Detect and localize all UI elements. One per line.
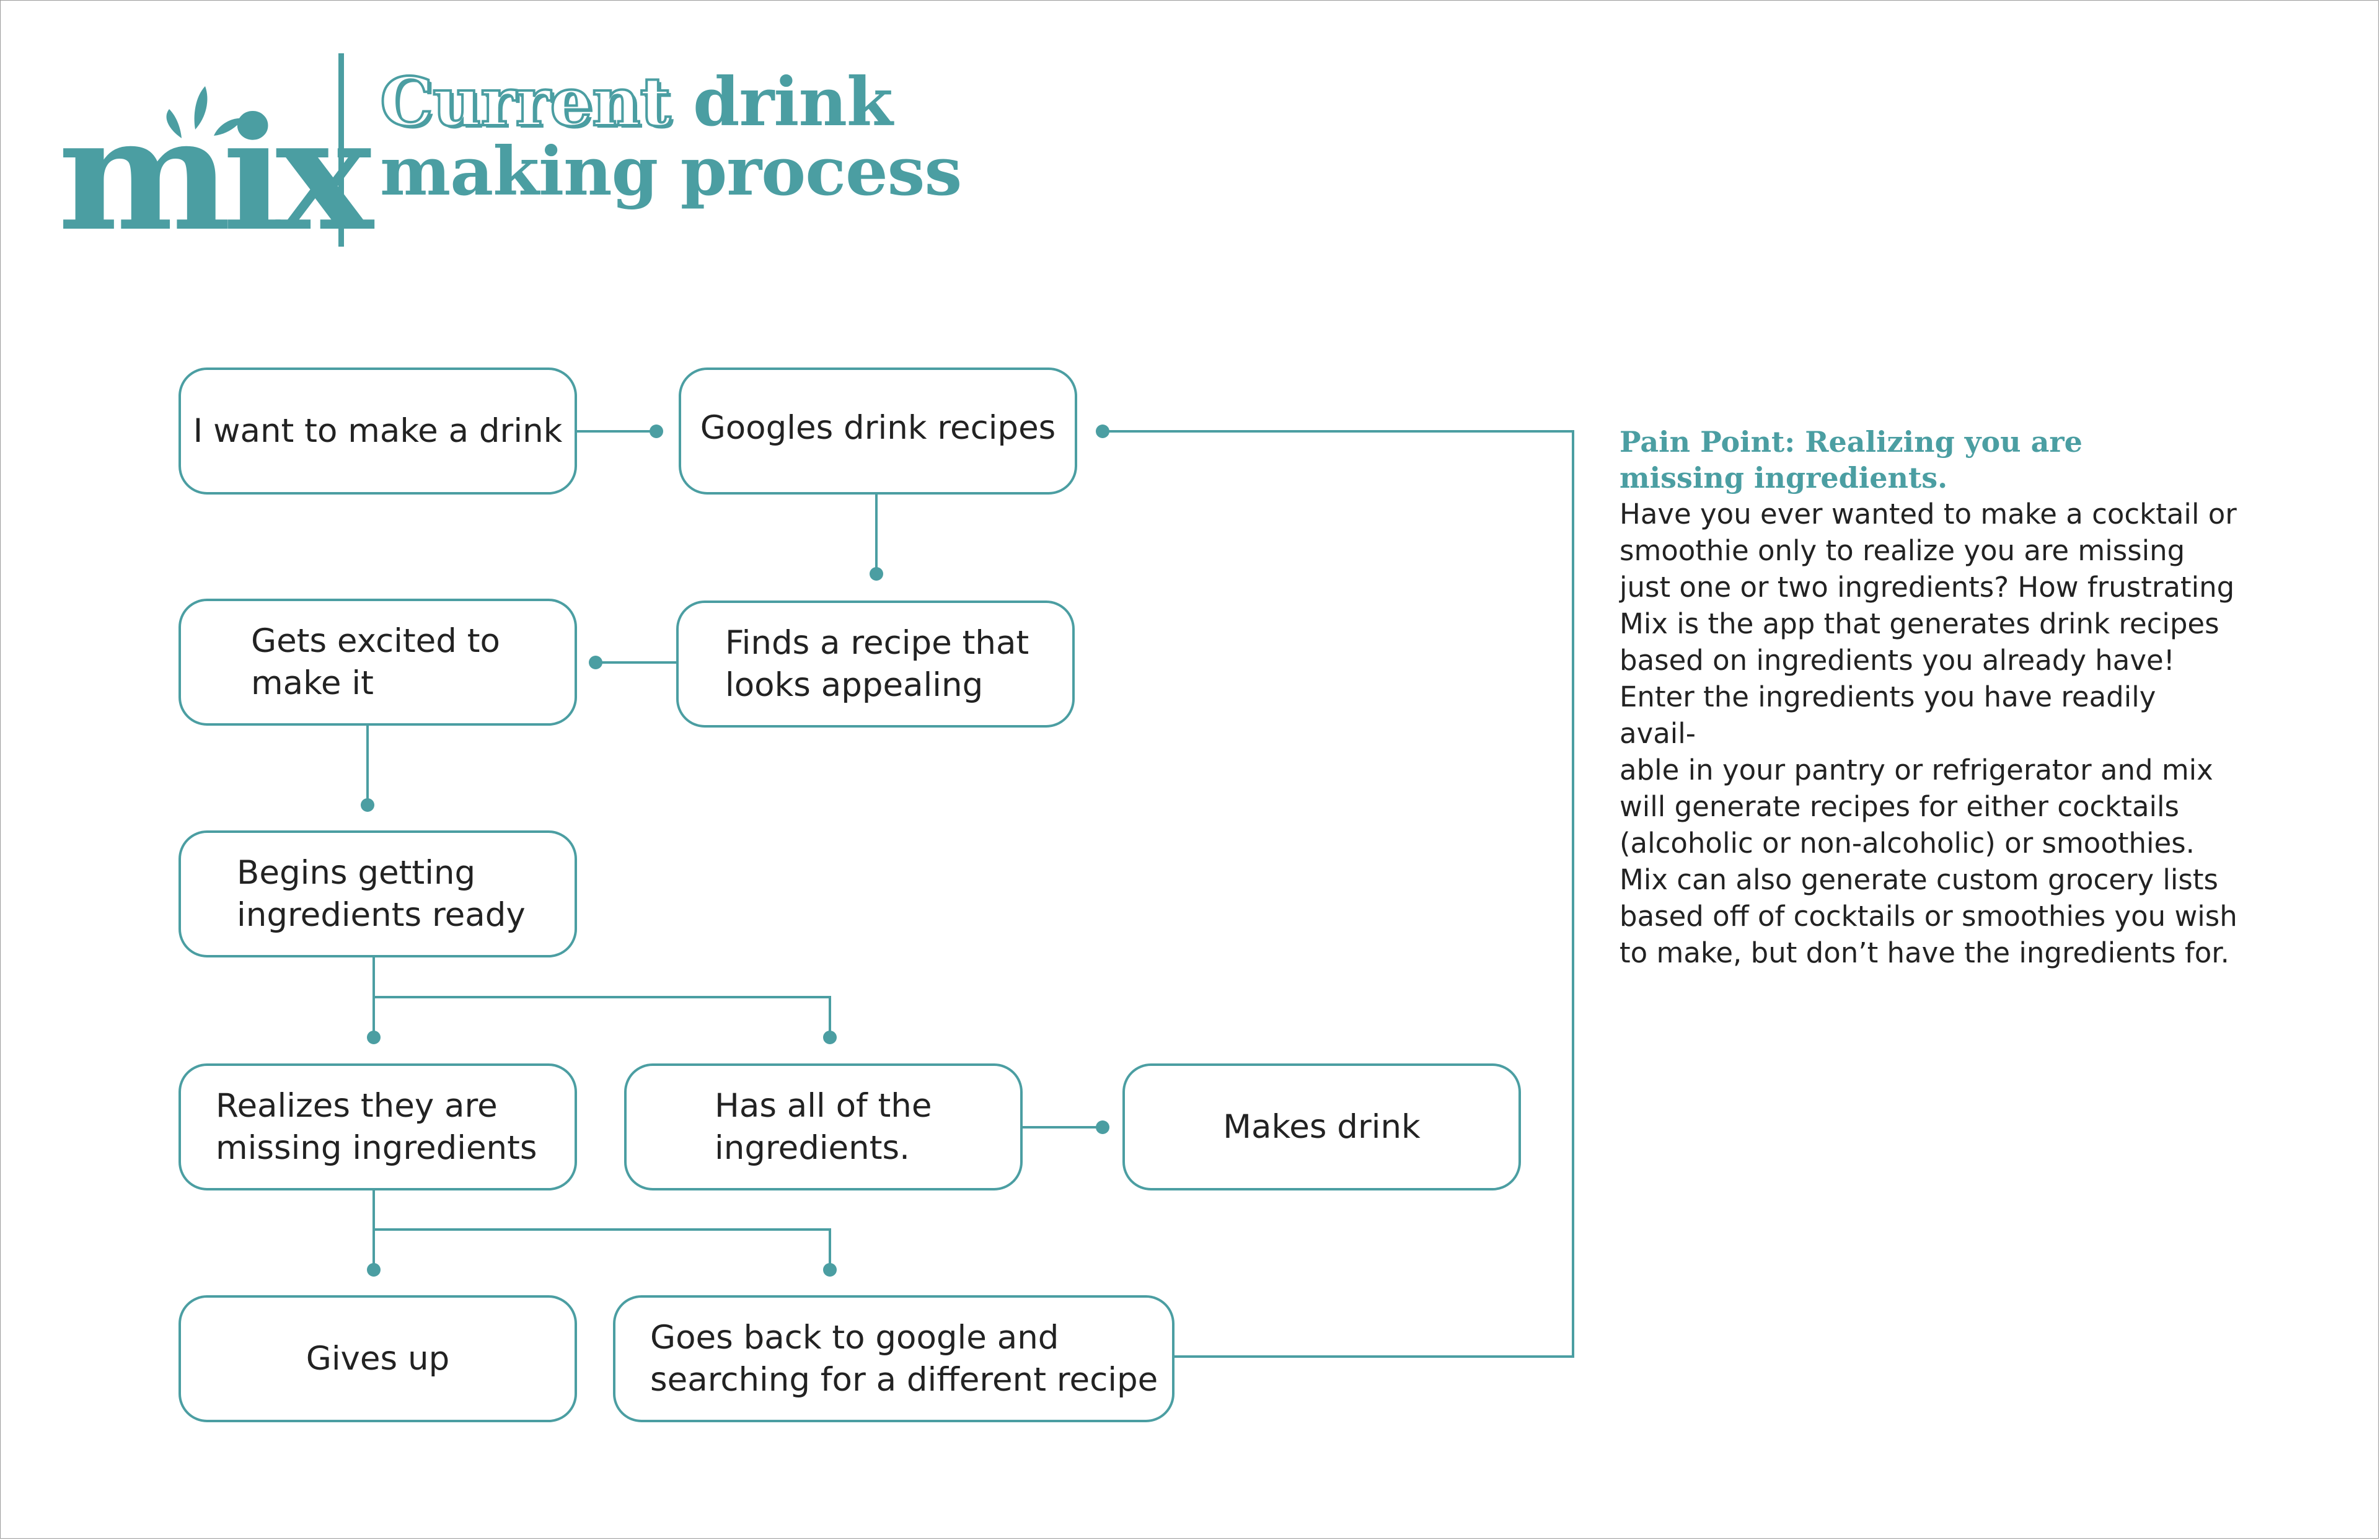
dot-loop-googles (1096, 425, 1109, 438)
node-begins-ingredients: Begins getting ingredients ready (178, 830, 577, 957)
node-has-all: Has all of the ingredients. (624, 1063, 1023, 1190)
connector-realizes-split (372, 1189, 831, 1270)
node-realizes-missing: Realizes they are missing ingredients (178, 1063, 577, 1190)
title-line-1: Current drink (379, 66, 961, 138)
pain-point-section: Pain Point: Realizing you are missing in… (1620, 424, 2239, 971)
pain-point-body: Have you ever wanted to make a cocktail … (1620, 498, 2237, 969)
pain-point-title: Pain Point: Realizing you are missing in… (1620, 425, 2082, 495)
dot-realizes (367, 1031, 381, 1044)
dot-givesup (367, 1263, 381, 1277)
dot-googles (650, 425, 663, 438)
node-gives-up: Gives up (178, 1295, 577, 1422)
dot-begins (361, 798, 374, 812)
logo-wordmark: mix (58, 83, 373, 265)
connector-loop-back (1103, 430, 1574, 1358)
title-line-1-rest: drink (670, 63, 893, 141)
dot-makes (1096, 1120, 1109, 1134)
node-googles-recipes: Googles drink recipes (679, 367, 1077, 495)
dot-finds (870, 567, 883, 581)
node-goes-back: Goes back to google and searching for a … (613, 1295, 1175, 1422)
dot-hasall (823, 1031, 837, 1044)
node-makes-drink: Makes drink (1122, 1063, 1521, 1190)
dot-goesback (823, 1263, 837, 1277)
title-line-2: making process (380, 133, 962, 211)
page-title: Current drink making process (379, 66, 962, 211)
connector-begins-split (372, 957, 831, 1037)
header-divider (338, 53, 344, 247)
splash-icon (166, 86, 244, 138)
title-outline-word: Current (379, 63, 672, 141)
node-want-drink: I want to make a drink (178, 367, 577, 495)
node-gets-excited: Gets excited to make it (178, 599, 577, 726)
dot-excited (589, 656, 602, 669)
mix-logo: mix (58, 86, 373, 252)
node-finds-recipe: Finds a recipe that looks appealing (676, 601, 1075, 728)
